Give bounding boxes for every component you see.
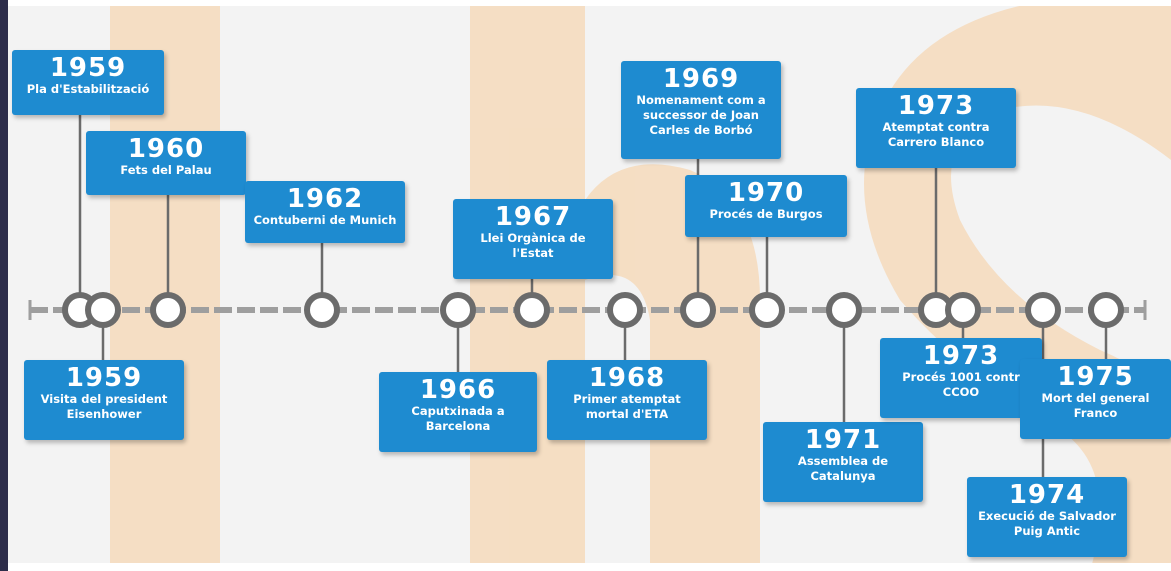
timeline-node-1959b — [85, 292, 121, 328]
event-box-1971-assemblea-catalunya: 1971 Assemblea de Catalunya — [763, 422, 923, 502]
event-year: 1974 — [1008, 480, 1086, 510]
event-year: 1973 — [922, 341, 1000, 371]
event-description: Pla d'Estabilització — [26, 82, 150, 96]
event-description: Llei Orgànica de l'Estat — [480, 231, 586, 260]
event-year: 1960 — [127, 134, 205, 164]
timeline-node-1973b — [945, 292, 981, 328]
timeline-node-1975 — [1088, 292, 1124, 328]
timeline-node-1962 — [304, 292, 340, 328]
top-border — [0, 0, 1171, 6]
event-description: Procés 1001 contr CCOO — [902, 370, 1020, 399]
event-year: 1962 — [286, 184, 364, 214]
event-box-1959-pla-estabilitzacio: 1959 Pla d'Estabilització — [12, 50, 164, 115]
event-year: 1971 — [804, 425, 882, 455]
timeline-node-1966 — [440, 292, 476, 328]
event-description: Fets del Palau — [120, 163, 212, 177]
event-year: 1959 — [49, 53, 127, 83]
event-box-1974-puig-antic: 1974 Execució de Salvador Puig Antic — [967, 477, 1127, 557]
event-box-1969-nomenament: 1969 Nomenament com a successor de Joan … — [621, 61, 781, 159]
event-box-1970-proces-burgos: 1970 Procés de Burgos — [685, 175, 847, 237]
timeline-node-1970 — [749, 292, 785, 328]
event-description: Atemptat contra Carrero Blanco — [882, 120, 990, 149]
event-year: 1970 — [727, 178, 805, 208]
event-year: 1973 — [897, 91, 975, 121]
event-description: Caputxinada a Barcelona — [411, 404, 505, 433]
event-year: 1959 — [65, 363, 143, 393]
event-box-1959-visita-eisenhower: 1959 Visita del president Eisenhower — [24, 360, 184, 440]
event-description: Visita del president Eisenhower — [40, 392, 168, 421]
event-box-1966-caputxinada: 1966 Caputxinada a Barcelona — [379, 372, 537, 452]
event-description: Nomenament com a successor de Joan Carle… — [636, 93, 766, 137]
event-description: Primer atemptat mortal d'ETA — [573, 392, 681, 421]
event-box-1975-mort-franco: 1975 Mort del general Franco — [1020, 359, 1171, 439]
timeline-node-1974 — [1025, 292, 1061, 328]
event-year: 1968 — [588, 363, 666, 393]
event-box-1967-llei-organica: 1967 Llei Orgànica de l'Estat — [453, 199, 613, 279]
event-year: 1966 — [419, 375, 497, 405]
event-box-1960-fets-palau: 1960 Fets del Palau — [86, 131, 246, 195]
left-edge-bar — [0, 0, 8, 571]
event-description: Execució de Salvador Puig Antic — [978, 509, 1116, 538]
event-box-1962-contuberni-munich: 1962 Contuberni de Munich — [245, 181, 405, 243]
event-description: Procés de Burgos — [709, 207, 823, 221]
event-year: 1969 — [662, 64, 740, 94]
event-description: Assemblea de Catalunya — [797, 454, 889, 483]
timeline-node-1967 — [514, 292, 550, 328]
event-description: Mort del general Franco — [1041, 391, 1150, 420]
timeline-node-1971 — [826, 292, 862, 328]
event-year: 1967 — [494, 202, 572, 232]
timeline-node-1968 — [607, 292, 643, 328]
timeline-node-1960 — [150, 292, 186, 328]
event-description: Contuberni de Munich — [253, 213, 397, 227]
event-box-1973-carrero-blanco: 1973 Atemptat contra Carrero Blanco — [856, 88, 1016, 168]
event-year: 1975 — [1057, 362, 1134, 392]
bottom-border — [0, 563, 1171, 571]
event-box-1968-atemptat-eta: 1968 Primer atemptat mortal d'ETA — [547, 360, 707, 440]
event-box-1973-proces-1001: 1973 Procés 1001 contr CCOO — [880, 338, 1042, 418]
timeline-node-1969 — [680, 292, 716, 328]
